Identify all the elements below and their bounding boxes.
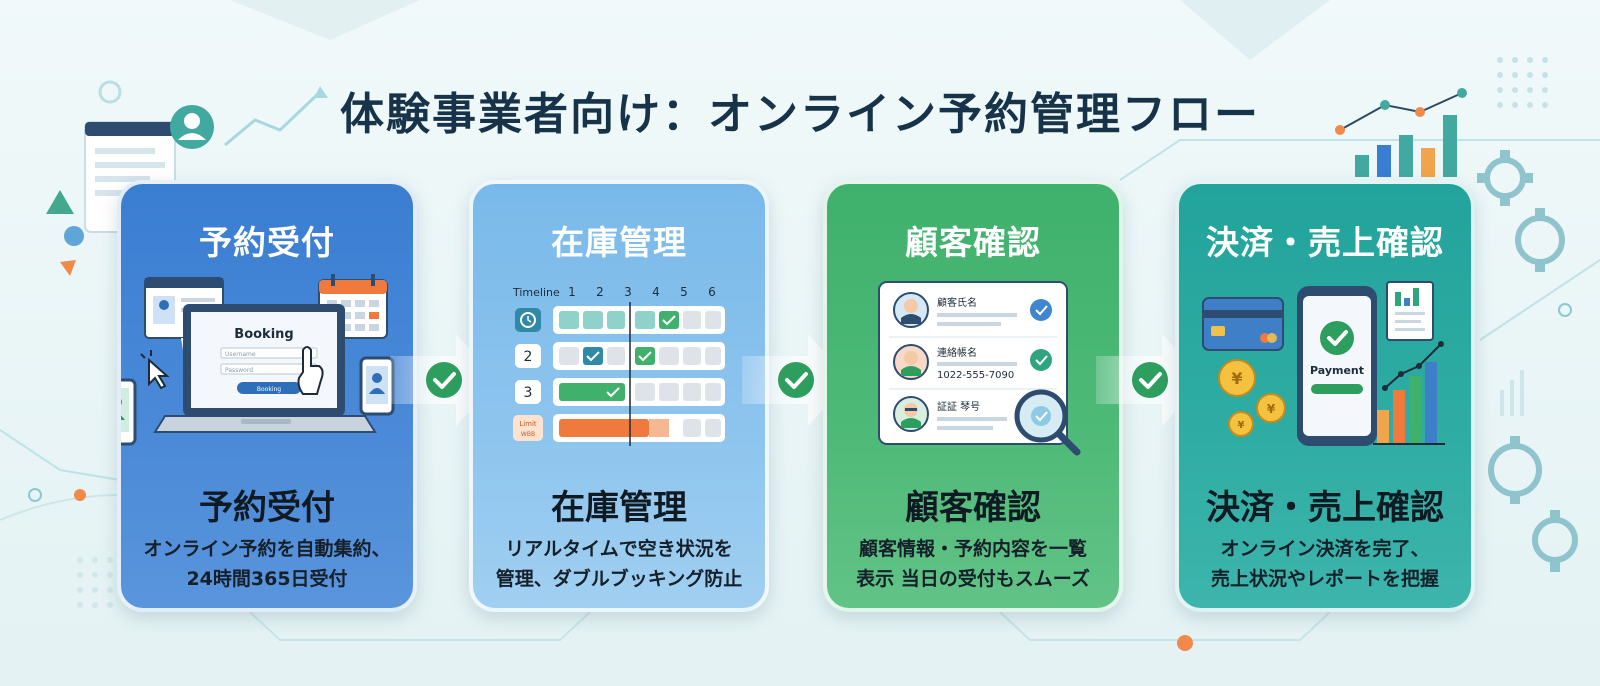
card-title: 在庫管理 (551, 488, 687, 528)
timeline-column: 1 (568, 285, 576, 299)
check-icon (778, 362, 814, 398)
coin-symbol: ¥ (1231, 369, 1242, 388)
timeline-row-label: 2 (524, 349, 533, 365)
customer-entry-phone: 1022-555-7090 (937, 370, 1014, 381)
card-title: 予約受付 (199, 488, 335, 528)
card-description: 顧客情報・予約内容を一覧 表示 当日の受付もスムーズ (827, 534, 1119, 594)
step-card-booking: 予約受付 Booking Username Password Booking (117, 180, 417, 612)
timeline-row-label: 3 (524, 385, 533, 401)
card-description-line: 24時間365日受付 (186, 568, 348, 590)
card-description-line: 顧客情報・予約内容を一覧 (858, 538, 1087, 560)
sales-bar (1377, 410, 1389, 444)
card-description-line: リアルタイムで空き状況を (505, 538, 733, 560)
step-card-customer: 顧客確認 顧客氏名 連絡帳名 1022-555-7090 証証 琴号 (823, 180, 1123, 612)
coin-icon (1218, 359, 1256, 397)
booking-illustration: Booking Username Password Booking (121, 274, 395, 446)
sales-bar (1409, 376, 1421, 444)
verified-icon (1030, 349, 1052, 371)
timeline-column: 6 (708, 285, 716, 299)
card-header: 予約受付 (199, 223, 335, 262)
timeline-column: 5 (680, 285, 688, 299)
coin-symbol: ¥ (1238, 420, 1245, 431)
timeline-column: 3 (624, 285, 632, 299)
step-card-inventory: 在庫管理 Timeline 1 2 3 4 5 6 2 3 Limit WBB (469, 180, 769, 612)
page-title: 体験事業者向け：オンライン予約管理フロー (340, 89, 1260, 140)
card-description: オンライン決済を完了、 売上状況やレポートを把握 (1179, 534, 1471, 594)
card-title: 決済・売上確認 (1206, 488, 1444, 528)
timeline-column: 4 (652, 285, 660, 299)
card-description: オンライン予約を自動集約、 24時間365日受付 (121, 534, 413, 594)
booking-submit-button[interactable]: Booking (257, 386, 281, 393)
check-icon (426, 362, 462, 398)
coin-icon (1228, 411, 1254, 437)
payment-confirm-button[interactable] (1311, 384, 1363, 394)
sales-bar (1425, 362, 1437, 444)
report-document-icon (1386, 281, 1434, 341)
card-description-line: 売上状況やレポートを把握 (1210, 568, 1439, 590)
sales-bar (1393, 390, 1405, 444)
card-header: 顧客確認 (905, 223, 1041, 262)
step-card-payment: 決済・売上確認 ¥ ¥ ¥ Payment (1175, 180, 1475, 612)
payment-label: Payment (1310, 364, 1364, 377)
card-title: 顧客確認 (905, 488, 1041, 528)
card-description-line: オンライン予約を自動集約、 (143, 538, 391, 560)
timeline-label: Timeline (512, 286, 560, 299)
customer-entry-name: 証証 琴号 (937, 400, 980, 413)
booking-form-title: Booking (234, 327, 293, 342)
limit-sublabel: WBB (521, 431, 535, 438)
customer-entry-name: 顧客氏名 (937, 296, 977, 309)
verified-icon (1030, 299, 1052, 321)
card-description-line: 表示 当日の受付もスムーズ (856, 568, 1090, 590)
card-header: 決済・売上確認 (1206, 223, 1444, 262)
customer-entry-name: 連絡帳名 (937, 346, 977, 359)
payment-illustration: ¥ ¥ ¥ Payment (1202, 281, 1445, 446)
payment-success-icon (1320, 321, 1354, 355)
customer-list-illustration: 顧客氏名 連絡帳名 1022-555-7090 証証 琴号 (878, 281, 1081, 456)
card-description-line: オンライン決済を完了、 (1220, 538, 1430, 560)
card-description: リアルタイムで空き状況を 管理、ダブルブッキング防止 (473, 534, 765, 594)
timeline-illustration: Timeline 1 2 3 4 5 6 2 3 Limit WBB (512, 285, 725, 446)
timeline-column: 2 (596, 285, 604, 299)
username-field[interactable]: Username (225, 351, 256, 358)
card-header: 在庫管理 (551, 223, 687, 262)
check-icon (1132, 362, 1168, 398)
coin-symbol: ¥ (1267, 402, 1276, 416)
card-description-line: 管理、ダブルブッキング防止 (495, 568, 743, 590)
password-field[interactable]: Password (225, 367, 253, 374)
coin-icon (1256, 393, 1286, 423)
limit-label: Limit (519, 420, 537, 428)
